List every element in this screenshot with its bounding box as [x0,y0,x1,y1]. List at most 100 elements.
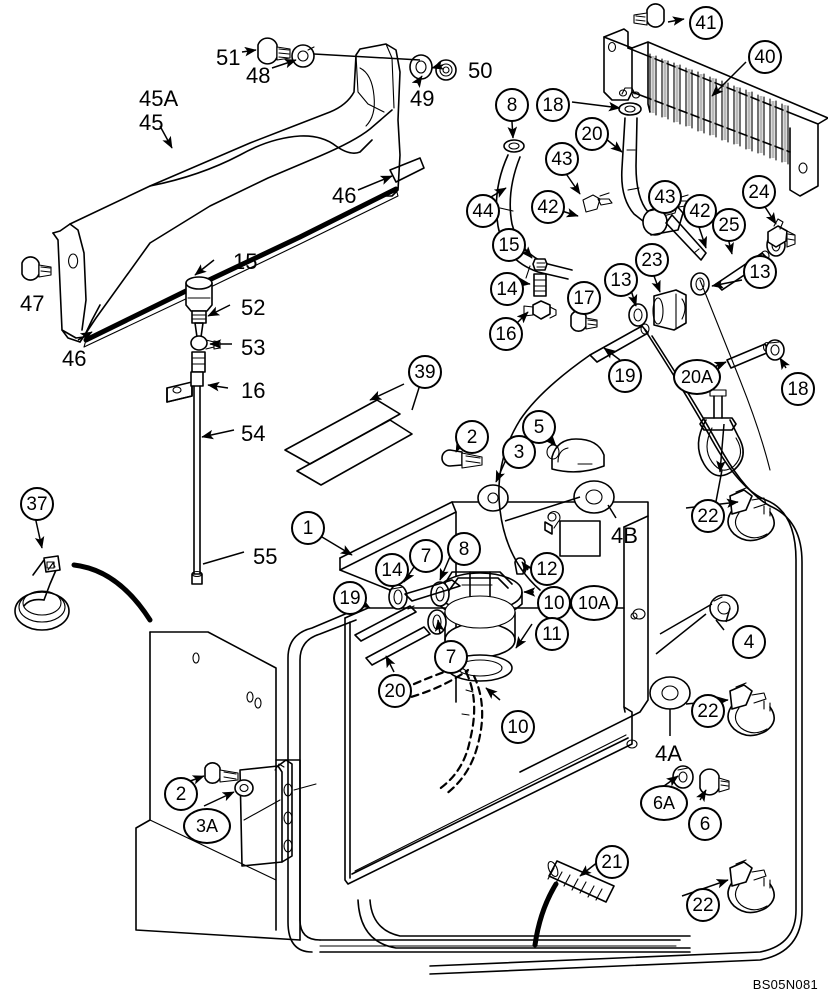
callout-7-lower[interactable]: 7 [434,640,468,674]
callout-19-left[interactable]: 19 [333,581,367,615]
bracket-16 [166,381,193,403]
clamp-22-mid [727,682,775,737]
callout-43-right[interactable]: 43 [648,180,682,214]
callout-14-right[interactable]: 14 [490,272,524,306]
callout-45[interactable]: 45 [139,110,164,135]
bolt-41 [633,3,665,28]
callout-22-upper[interactable]: 22 [691,499,725,533]
callout-5[interactable]: 5 [522,410,556,444]
callout-12[interactable]: 12 [530,552,564,586]
callout-8-top[interactable]: 8 [495,88,529,122]
washer-3A [234,779,254,797]
callout-48[interactable]: 48 [246,63,271,88]
callout-25[interactable]: 25 [712,208,746,242]
callout-40[interactable]: 40 [748,40,782,74]
callout-1[interactable]: 1 [291,511,325,545]
callout-55[interactable]: 55 [253,544,278,569]
fender-panel-45 [52,43,425,348]
callout-2-top[interactable]: 2 [455,420,489,454]
callout-18-top[interactable]: 18 [536,88,570,122]
washer-4B [504,480,617,522]
tube-42-right [665,214,707,261]
sender-assembly [354,557,526,796]
callout-15-left[interactable]: 15 [233,249,258,274]
clamp-43-left [582,192,613,213]
callout-22-mid[interactable]: 22 [691,694,725,728]
ring-18-right [765,339,785,361]
callout-6A[interactable]: 6A [640,785,688,821]
callout-24[interactable]: 24 [742,175,776,209]
callout-50[interactable]: 50 [468,58,493,83]
callout-21[interactable]: 21 [595,845,629,879]
callout-23[interactable]: 23 [635,243,669,277]
callout-13-right[interactable]: 13 [743,255,777,289]
coil-21 [547,860,615,903]
callout-54[interactable]: 54 [241,421,266,446]
callout-47[interactable]: 47 [20,291,45,316]
dipstick-assembly [166,276,221,585]
callout-10-tank[interactable]: 10 [537,586,571,620]
nut-50 [435,59,457,81]
callout-16-left[interactable]: 16 [241,378,266,403]
callout-17[interactable]: 17 [567,281,601,315]
callout-8-tank[interactable]: 8 [447,532,481,566]
fuel-lines [287,279,803,975]
callout-2-bottom[interactable]: 2 [164,777,198,811]
callout-10A[interactable]: 10A [570,585,618,621]
callout-51[interactable]: 51 [216,45,241,70]
callout-14-tank[interactable]: 14 [375,553,409,587]
tank-bracket [544,511,601,557]
plug-6 [699,768,730,796]
callout-42-right[interactable]: 42 [683,194,717,228]
bolt-51 [257,37,291,65]
shims-39 [284,399,413,486]
callout-39[interactable]: 39 [408,355,442,389]
ring-7-upper [388,584,408,610]
washer-49 [409,54,433,80]
drawing-number: BS05N081 [752,977,818,992]
callout-44[interactable]: 44 [466,194,500,228]
callout-43-left[interactable]: 43 [545,142,579,176]
callout-11[interactable]: 11 [535,617,569,651]
callout-3A[interactable]: 3A [183,808,231,844]
callout-46-left[interactable]: 46 [62,346,87,371]
callout-41[interactable]: 41 [689,6,723,40]
callout-10-lower[interactable]: 10 [501,710,535,744]
callout-45A[interactable]: 45A [139,86,179,111]
fitting-14 [533,273,547,297]
ring-13-lower [628,303,648,327]
callout-22-lower[interactable]: 22 [686,888,720,922]
callout-6[interactable]: 6 [688,807,722,841]
callout-18-right[interactable]: 18 [781,372,815,406]
callout-20-tank[interactable]: 20 [378,674,412,708]
callout-42-left[interactable]: 42 [531,190,565,224]
callout-4[interactable]: 4 [732,625,766,659]
fitting-15 [532,258,548,271]
callout-52[interactable]: 52 [241,295,266,320]
filler-cap-37 [14,555,70,631]
callout-20A[interactable]: 20A [673,359,721,395]
callout-16-right[interactable]: 16 [489,317,523,351]
side-panel-bracket [135,631,317,941]
callout-13-mid[interactable]: 13 [604,263,638,297]
callout-4A[interactable]: 4A [655,741,682,766]
callout-37[interactable]: 37 [20,487,54,521]
callout-49[interactable]: 49 [410,86,435,111]
callout-46-right[interactable]: 46 [332,183,357,208]
tube-19-right [589,323,650,363]
callout-4B[interactable]: 4B [611,523,638,548]
clamp-22-lower [727,859,775,914]
callout-19-right[interactable]: 19 [608,359,642,393]
clamp-22-upper [727,487,775,542]
callout-20-top[interactable]: 20 [575,117,609,151]
fitting-24 [767,218,796,248]
callout-53[interactable]: 53 [241,335,266,360]
washer-4A [649,676,691,736]
callout-15-right[interactable]: 15 [492,228,526,262]
fitting-16 [523,300,557,320]
bolt-2-bottom [204,762,239,784]
callout-7-upper[interactable]: 7 [409,539,443,573]
washer-48 [291,44,315,68]
